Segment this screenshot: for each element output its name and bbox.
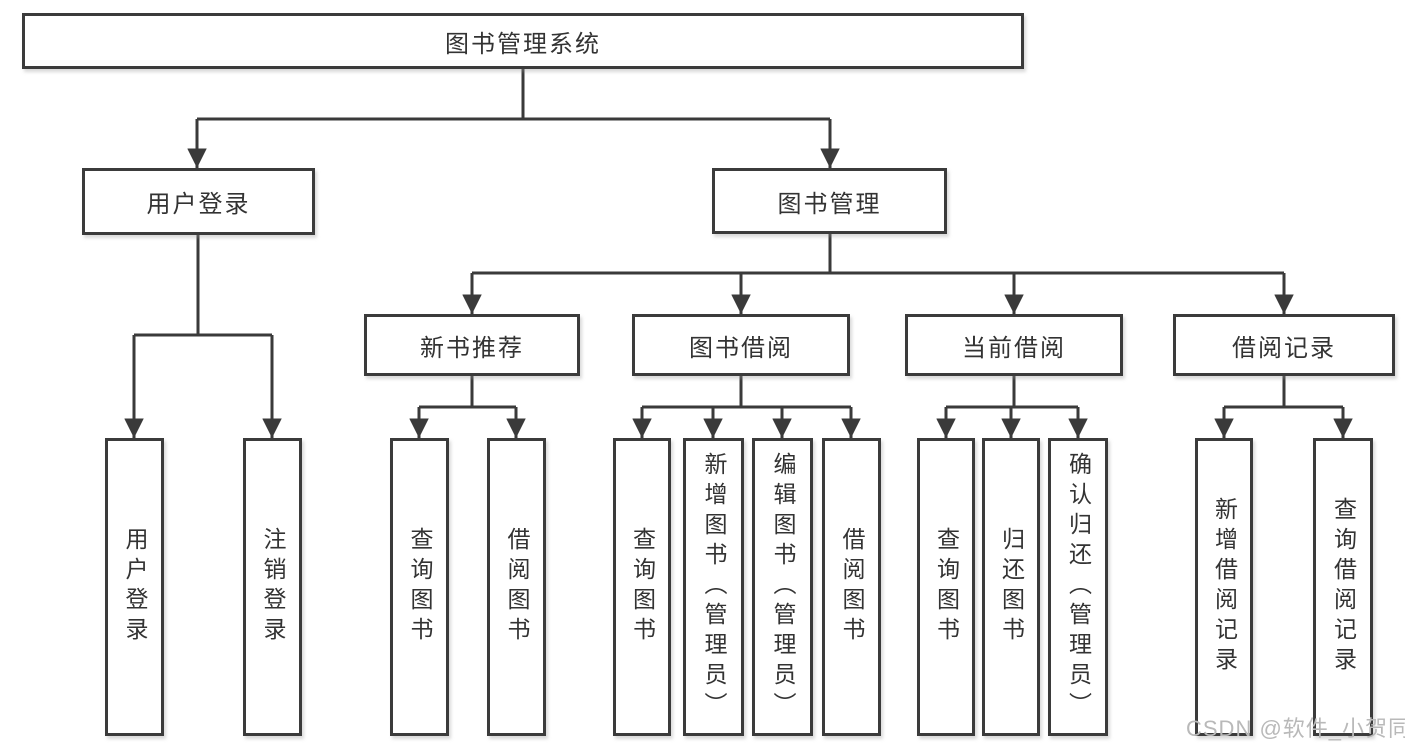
connector-user-login-to-children bbox=[124, 235, 282, 438]
node-new-book-recommend: 新书推荐 bbox=[364, 314, 580, 376]
connector-new-book-recommend-to-children bbox=[409, 376, 526, 438]
leaf-query-book-current: 查询图书 bbox=[917, 438, 975, 736]
connector-book-management-to-level3 bbox=[462, 234, 1294, 314]
leaf-return-book: 归还图书 bbox=[982, 438, 1040, 736]
node-current-borrow: 当前借阅 bbox=[905, 314, 1123, 376]
leaf-add-borrow-record: 新增借阅记录 bbox=[1195, 438, 1253, 736]
leaf-borrow-book-recommend: 借阅图书 bbox=[487, 438, 546, 736]
leaf-query-book-recommend: 查询图书 bbox=[390, 438, 449, 736]
leaf-edit-book-admin: 编辑图书（管理员） bbox=[752, 438, 813, 736]
watermark: CSDN @软件_小贺同学 bbox=[1186, 716, 1405, 741]
connector-root-to-level2 bbox=[187, 69, 840, 168]
connector-current-borrow-to-children bbox=[936, 376, 1088, 438]
node-root: 图书管理系统 bbox=[22, 13, 1024, 69]
leaf-user-login: 用户登录 bbox=[105, 438, 164, 736]
node-user-login: 用户登录 bbox=[82, 168, 315, 235]
leaf-query-book-borrow: 查询图书 bbox=[613, 438, 671, 736]
leaf-confirm-return-admin: 确认归还（管理员） bbox=[1048, 438, 1108, 736]
leaf-borrow-book: 借阅图书 bbox=[822, 438, 881, 736]
node-book-management: 图书管理 bbox=[712, 168, 947, 234]
leaf-logout: 注销登录 bbox=[243, 438, 302, 736]
connector-book-borrow-to-children bbox=[632, 376, 861, 438]
connector-borrow-records-to-children bbox=[1214, 376, 1353, 438]
node-book-borrow: 图书借阅 bbox=[632, 314, 850, 376]
node-borrow-records: 借阅记录 bbox=[1173, 314, 1395, 376]
leaf-query-borrow-record: 查询借阅记录 bbox=[1313, 438, 1373, 736]
leaf-add-book-admin: 新增图书（管理员） bbox=[683, 438, 744, 736]
